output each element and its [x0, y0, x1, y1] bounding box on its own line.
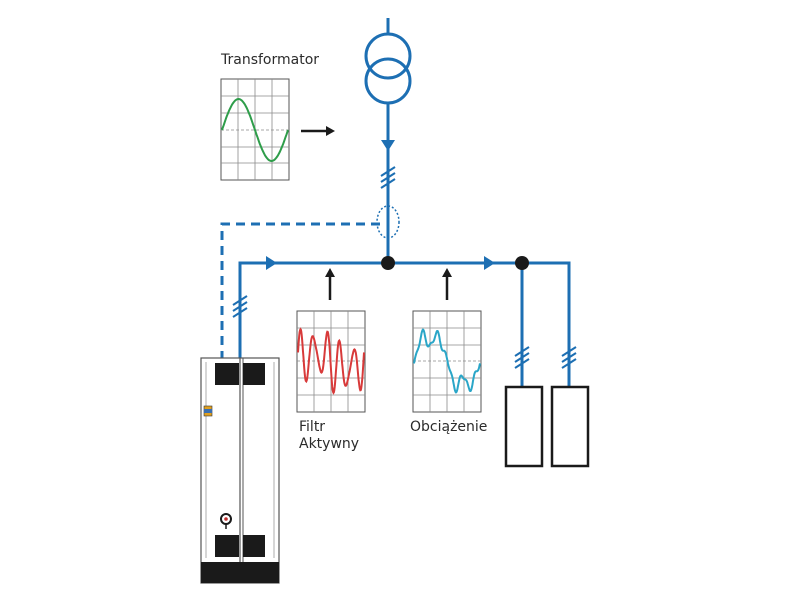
- measurement-signal-line: [220, 222, 380, 358]
- flow-arrow-right-icon: [484, 256, 495, 270]
- sine-waveform: [221, 97, 289, 163]
- bus-node: [515, 256, 529, 270]
- distorted-waveform: [297, 327, 365, 395]
- load-box-icon: [550, 385, 590, 468]
- current-transformer-icon: [376, 205, 400, 239]
- main-bus-line: [238, 261, 571, 387]
- three-phase-tick-icon: [232, 295, 248, 318]
- transformer-waveform-scope: [220, 78, 290, 181]
- arrow-right-icon: [301, 126, 335, 136]
- flow-arrow-down-icon: [381, 140, 395, 151]
- load-waveform-scope: [412, 310, 482, 413]
- bus-node: [381, 256, 395, 270]
- transformer-label: Transformator: [221, 52, 320, 68]
- arrow-up-icon: [325, 268, 335, 300]
- flow-arrow-right-icon: [266, 256, 277, 270]
- active-filter-label-line1: Filtr: [299, 419, 326, 435]
- filter-waveform-scope: [296, 310, 366, 413]
- load-box-icon: [504, 385, 544, 468]
- active-filter-cabinet-icon: [200, 357, 280, 584]
- three-phase-tick-icon: [561, 346, 577, 369]
- active-filter-label-line2: Aktywny: [299, 436, 360, 452]
- harmonic-waveform: [413, 328, 481, 394]
- three-phase-tick-icon: [514, 346, 530, 369]
- transformer-symbol-icon: [364, 18, 412, 105]
- three-phase-tick-icon: [380, 166, 396, 189]
- arrow-up-icon: [442, 268, 452, 300]
- load-label: Obciążenie: [410, 419, 488, 435]
